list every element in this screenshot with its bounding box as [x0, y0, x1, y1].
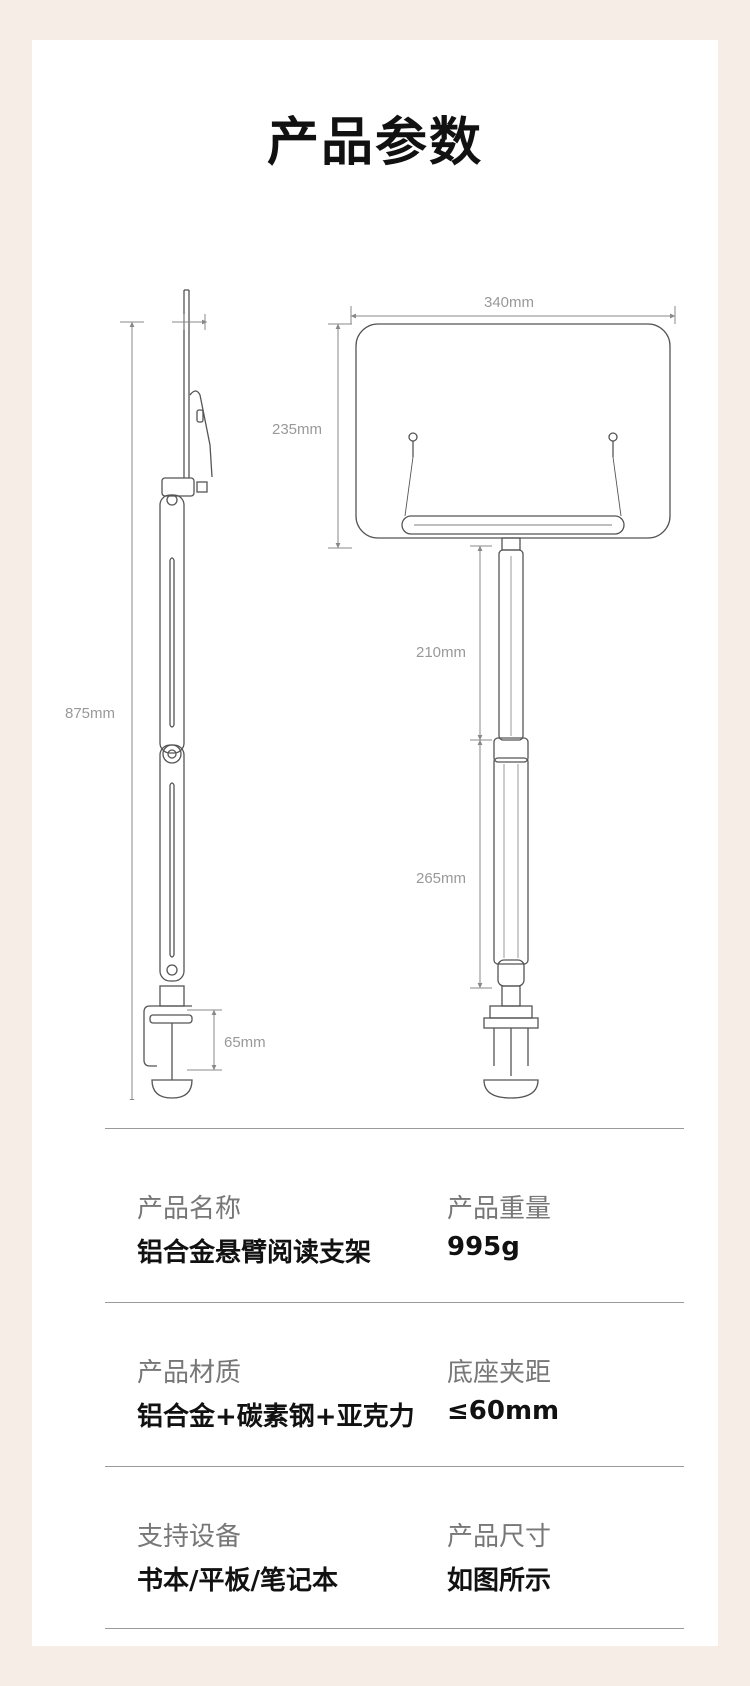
spec-label-size: 产品尺寸	[447, 1522, 552, 1552]
spec-card: 产品参数	[32, 40, 718, 1646]
spec-value-clamp: ≤60mm	[447, 1396, 560, 1426]
spec-value-name: 铝合金悬臂阅读支架	[137, 1238, 372, 1268]
front-dimensions	[328, 306, 676, 989]
side-view	[143, 289, 213, 1099]
spec-label-weight: 产品重量	[447, 1194, 552, 1224]
spec-label-clamp: 底座夹距	[447, 1358, 552, 1388]
height-total-label: 875mm	[65, 705, 115, 722]
product-dimension-diagram: 875mm 65mm 340mm 235mm 210mm 265mm 45mm	[65, 289, 676, 1100]
page-title: 产品参数	[266, 113, 483, 173]
lower-arm-label: 265mm	[416, 870, 466, 887]
divider	[105, 1628, 684, 1629]
spec-label-name: 产品名称	[137, 1194, 242, 1224]
clamp-range-label: 65mm	[224, 1034, 266, 1051]
divider	[105, 1128, 684, 1129]
board-height-label: 235mm	[272, 421, 322, 438]
board-width-label: 340mm	[484, 294, 534, 311]
side-dimensions	[120, 314, 222, 1100]
front-view	[355, 323, 671, 1099]
upper-arm-label: 210mm	[416, 644, 466, 661]
divider	[105, 1302, 684, 1303]
spec-label-devices: 支持设备	[137, 1522, 242, 1552]
spec-value-devices: 书本/平板/笔记本	[137, 1566, 338, 1596]
spec-value-size: 如图所示	[447, 1566, 552, 1596]
spec-value-weight: 995g	[447, 1232, 520, 1262]
spec-label-material: 产品材质	[137, 1358, 242, 1388]
divider	[105, 1466, 684, 1467]
spec-value-material: 铝合金+碳素钢+亚克力	[137, 1402, 415, 1432]
